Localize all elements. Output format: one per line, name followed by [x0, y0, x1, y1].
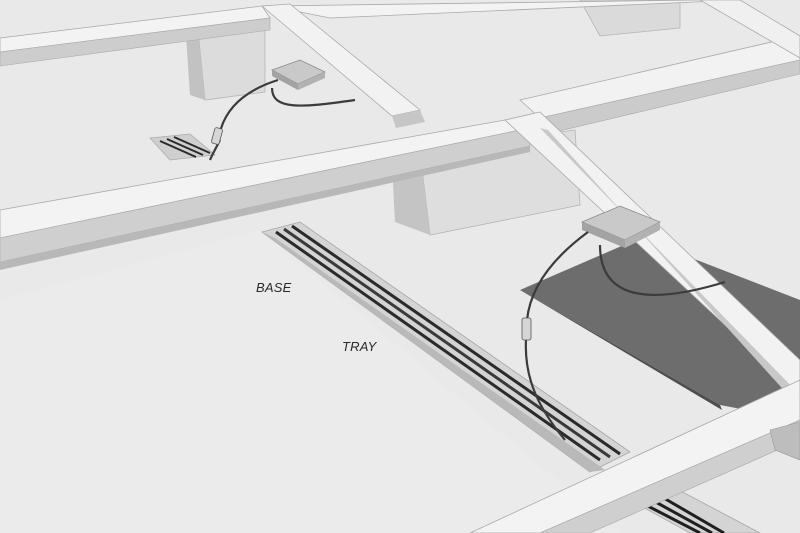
- tray-rail: [261, 221, 631, 473]
- cable-back-1: [218, 78, 279, 133]
- floor-shadow: [0, 230, 620, 533]
- rail-channel-2: [283, 227, 611, 459]
- pv-panel: [520, 238, 800, 420]
- cable-back-2: [270, 87, 356, 107]
- tray-label: TRAY: [342, 339, 378, 354]
- cables: [208, 78, 726, 441]
- rail-channel-1: [275, 230, 601, 462]
- support-block-back-right: [579, 0, 681, 37]
- cable-front-1: [525, 231, 589, 321]
- connector-front: [521, 317, 532, 341]
- cable-front-3: [524, 339, 566, 441]
- tray-rail-back: [149, 133, 216, 161]
- junction-box-back: [271, 59, 326, 90]
- cable-front-2: [598, 244, 726, 297]
- connector-back: [211, 127, 223, 145]
- rail-channel-3: [291, 224, 621, 456]
- junction-box-front: [580, 205, 661, 248]
- base-label: BASE: [256, 280, 292, 295]
